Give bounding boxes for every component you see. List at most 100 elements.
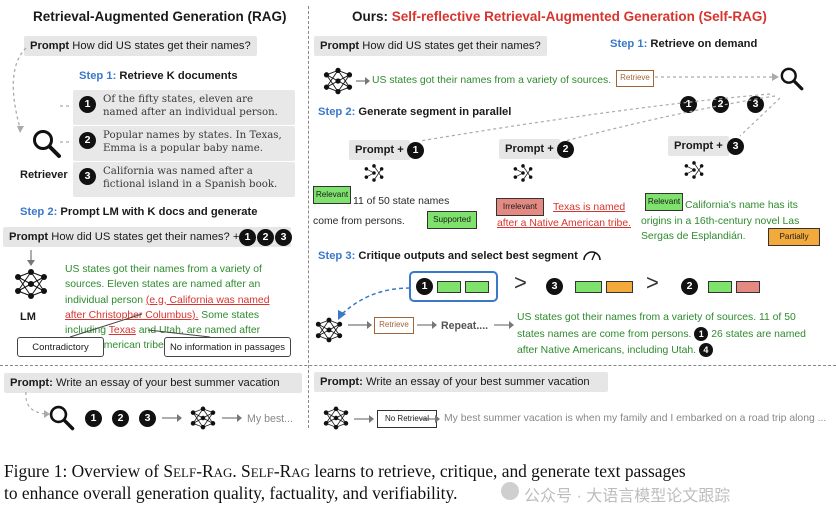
neural-network-icon bbox=[364, 164, 384, 182]
doc-1: 1 Of the fifty states, eleven are named … bbox=[73, 90, 295, 125]
segment-3-text: California's name has its origins in a 1… bbox=[641, 200, 800, 242]
segment-2-text: Texas is named after a Native American t… bbox=[497, 202, 631, 229]
down-arrow-icon bbox=[27, 250, 35, 266]
no-retrieval-tag: No Retrieval bbox=[377, 410, 437, 428]
badge-3: 3 bbox=[727, 138, 744, 155]
contradictory-callout: Contradictory bbox=[17, 337, 104, 357]
segment-1-prompt: Prompt + bbox=[349, 140, 410, 160]
prompt-plus: Prompt + bbox=[674, 140, 723, 152]
score-bar bbox=[708, 281, 732, 293]
left-bottom-output: My best... bbox=[247, 413, 293, 425]
gen-text-red: Texas bbox=[108, 325, 136, 337]
left-prompt-2: Prompt How did US states get their names… bbox=[3, 227, 291, 247]
greater-than: > bbox=[514, 270, 527, 295]
left-step2: Step 2: Prompt LM with K docs and genera… bbox=[20, 206, 257, 218]
badge-1: 1 bbox=[239, 229, 256, 246]
retrieve-tag: Retrieve bbox=[374, 317, 414, 334]
step-number: Step 1: bbox=[610, 38, 648, 50]
score-bar bbox=[465, 281, 489, 293]
score-bar bbox=[736, 281, 760, 293]
right-step2: Step 2: Generate segment in parallel bbox=[318, 106, 511, 118]
retriever-arrows bbox=[12, 47, 72, 143]
watermark: 公众号 · 大语言模型论文跟踪 bbox=[524, 488, 731, 505]
retrieve-tag: Retrieve bbox=[616, 70, 654, 87]
badge-1: 1 bbox=[680, 96, 697, 113]
doc-2: 2 Popular names by states. In Texas, Emm… bbox=[73, 126, 295, 161]
doc-text: California was named after a fictional i… bbox=[103, 166, 278, 190]
final-output: US states got their names from a variety… bbox=[517, 310, 825, 360]
neural-network-icon bbox=[315, 317, 343, 343]
caption-text: -R bbox=[196, 461, 214, 481]
step-text: Critique outputs and select best segment bbox=[358, 250, 578, 262]
score-bar bbox=[437, 281, 461, 293]
title-abbr: Self-RAG bbox=[703, 9, 763, 24]
right-arrow-icon bbox=[356, 77, 370, 85]
figure-caption-line-1: Figure 1: Overview of SELF-RAG. SELF-RAG… bbox=[4, 461, 686, 483]
step-number: Step 2: bbox=[20, 206, 58, 218]
badge-2: 2 bbox=[557, 141, 574, 158]
right-arrow-icon bbox=[420, 415, 440, 423]
right-bottom-output: My best summer vacation is when my famil… bbox=[444, 413, 827, 424]
prompt-text: Write an essay of your best summer vacat… bbox=[56, 377, 280, 389]
doc-text: Popular names by states. In Texas, Emma … bbox=[103, 130, 282, 154]
badge-4: 4 bbox=[698, 343, 713, 357]
relevant-tag: Relevant bbox=[645, 193, 683, 211]
badge-1: 1 bbox=[407, 142, 424, 159]
watermark-logo bbox=[501, 482, 519, 500]
relevant-tag: Relevant bbox=[313, 186, 351, 204]
caption-text: Figure 1: Overview of S bbox=[4, 461, 174, 481]
center-divider bbox=[308, 6, 309, 428]
neural-network-icon bbox=[323, 406, 349, 430]
caption-text: ELF bbox=[250, 465, 274, 480]
supported-tag: Supported bbox=[427, 211, 477, 229]
gen-text-green: Some states including bbox=[65, 309, 260, 337]
right-arrow-icon bbox=[222, 414, 242, 422]
dispatch-arrows bbox=[419, 93, 781, 142]
callout-pointers bbox=[69, 313, 211, 338]
neural-network-icon bbox=[190, 406, 216, 430]
step-number: Step 2: bbox=[318, 106, 356, 118]
right-arrow-icon bbox=[417, 321, 437, 329]
badge-2: 2 bbox=[712, 96, 729, 113]
badge-1: 1 bbox=[416, 278, 433, 295]
partially-tag: Partially bbox=[768, 228, 820, 246]
step-number: Step 1: bbox=[79, 70, 117, 82]
step-text: Generate segment in parallel bbox=[358, 106, 512, 118]
badge-3: 3 bbox=[546, 278, 563, 295]
prompt-label: Prompt bbox=[9, 231, 49, 243]
final-text: US states got their names from a variety… bbox=[517, 312, 796, 340]
right-arrow-icon bbox=[348, 321, 372, 329]
caption-text: ELF bbox=[173, 465, 197, 480]
gen-text-red: (e.g, California was named after Christo… bbox=[65, 294, 270, 321]
title-main: Self-reflective Retrieval-Augmented Gene… bbox=[391, 9, 704, 24]
search-icon bbox=[780, 67, 804, 91]
badge-2: 2 bbox=[257, 229, 274, 246]
repeat-text: Repeat.... bbox=[441, 320, 489, 332]
right-step1: Step 1: Retrieve on demand bbox=[610, 38, 757, 50]
doc-3: 3 California was named after a fictional… bbox=[73, 162, 295, 197]
prompt-label: Prompt: bbox=[320, 376, 363, 388]
badge-1: 1 bbox=[79, 96, 96, 113]
lm-label: LM bbox=[20, 311, 36, 323]
right-step3: Step 3: Critique outputs and select best… bbox=[318, 250, 578, 262]
no-info-callout: No information in passages bbox=[164, 337, 291, 357]
caption-text: -R bbox=[273, 461, 292, 481]
step-text: Prompt LM with K docs and generate bbox=[60, 206, 258, 218]
prompt-label: Prompt: bbox=[10, 377, 53, 389]
badge-1: 1 bbox=[85, 410, 102, 427]
caption-text: . S bbox=[232, 461, 251, 481]
right-title: Ours: Self-reflective Retrieval-Augmente… bbox=[352, 9, 767, 24]
prompt-plus: Prompt + bbox=[355, 144, 404, 156]
left-prompt: Prompt How did US states get their names… bbox=[24, 36, 257, 56]
query-arrow bbox=[25, 392, 50, 418]
bottom-divider bbox=[0, 365, 836, 366]
greater-than: > bbox=[646, 270, 659, 295]
score-bar bbox=[575, 281, 602, 293]
neural-network-icon bbox=[684, 161, 704, 179]
title-suffix: ) bbox=[762, 9, 767, 24]
badge-3: 3 bbox=[79, 168, 96, 185]
caption-text: AG bbox=[291, 465, 311, 480]
left-generation: US states got their names from a variety… bbox=[65, 262, 287, 354]
gen-text-green: US states got their names from a variety… bbox=[65, 264, 262, 306]
segment-2-prompt: Prompt + bbox=[499, 139, 560, 159]
